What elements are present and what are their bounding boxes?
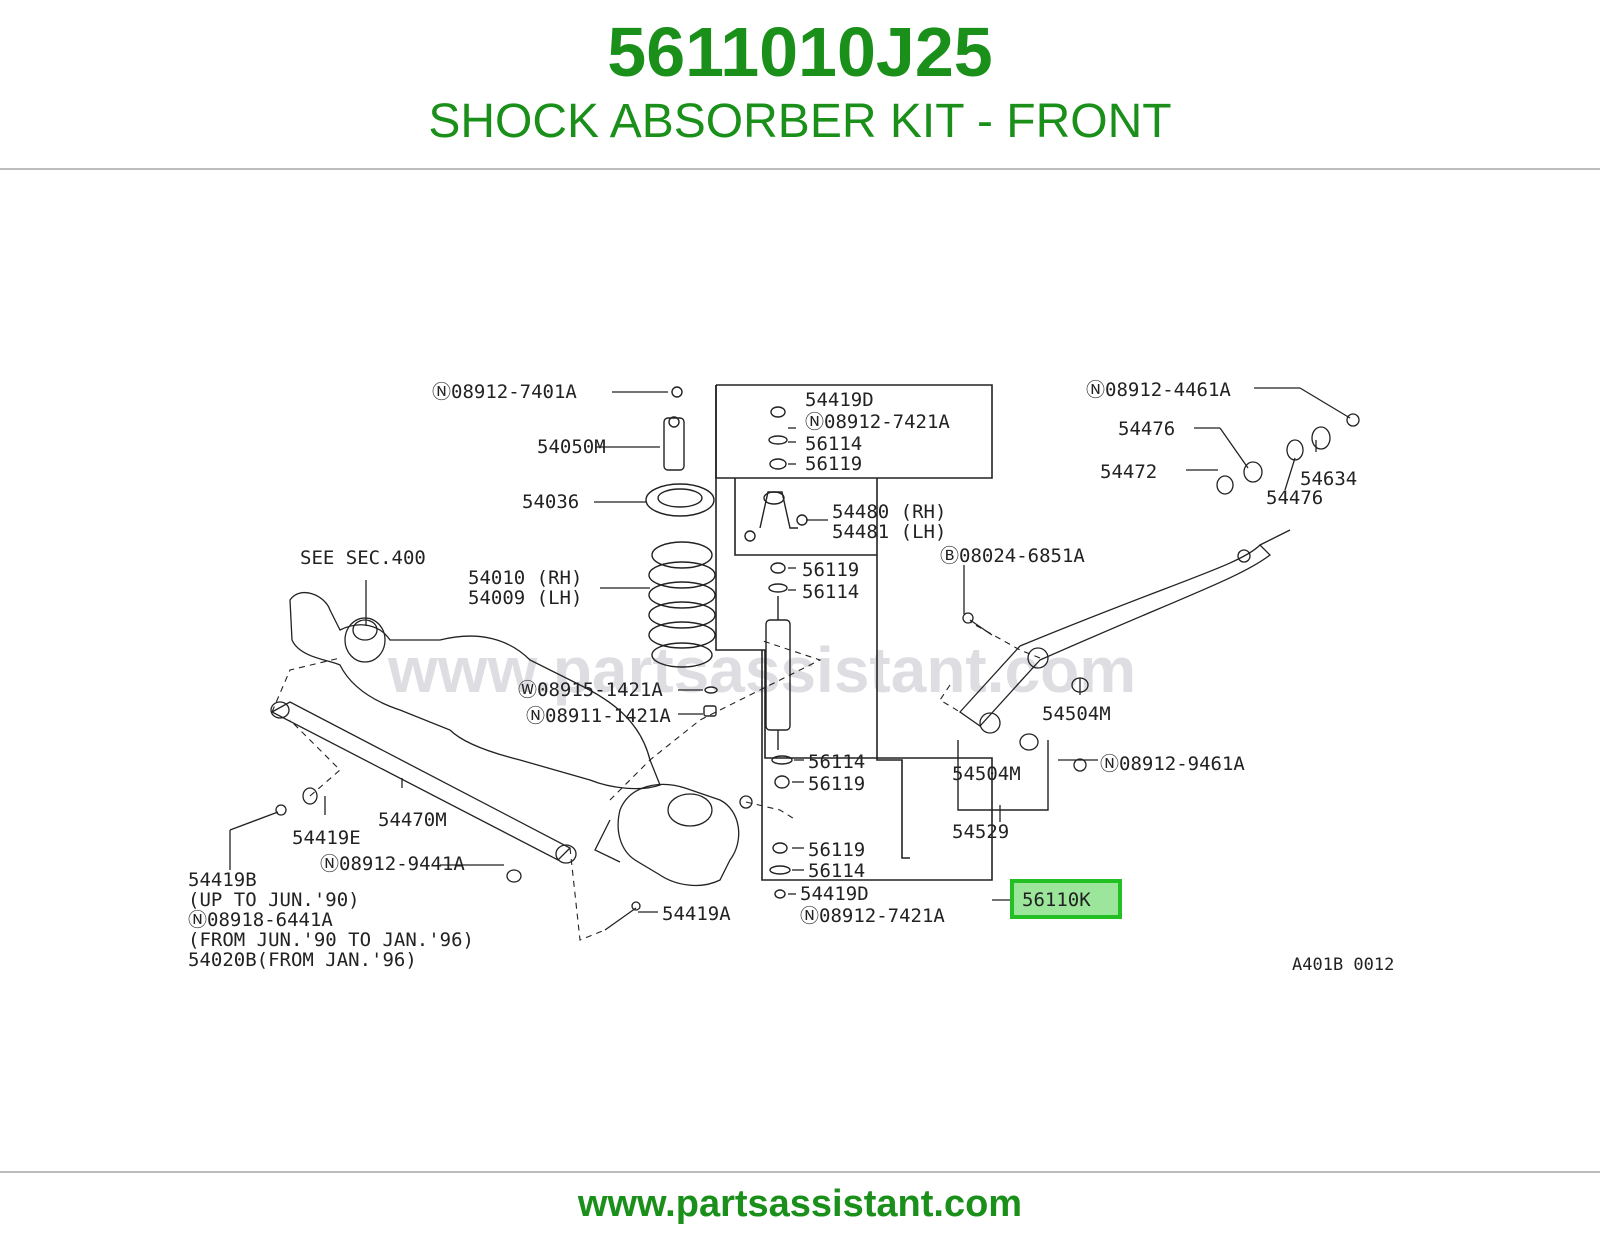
leader-lines: [229, 387, 1351, 913]
assembly-dashed-lines: [271, 621, 1041, 941]
callout-label: (FROM JUN.'90 TO JAN.'96): [188, 929, 474, 951]
callout-label: 54010 (RH): [468, 567, 582, 589]
callout-label: Ⓝ08918-6441A: [188, 909, 333, 931]
shock-absorber-illustration: [765, 406, 793, 899]
shock-mount-bracket-illustration: [744, 491, 808, 542]
callout-label: 54504M: [1042, 703, 1111, 725]
footer-url[interactable]: www.partsassistant.com: [577, 1183, 1023, 1225]
callout-label: Ⓝ08912-7421A: [805, 411, 950, 433]
spring-seat-illustration: [645, 483, 715, 517]
callout-label: Ⓝ08912-7401A: [432, 381, 577, 403]
callout-label: 54009 (LH): [468, 587, 582, 609]
callout-label: Ⓝ08912-9441A: [320, 853, 465, 875]
bump-stopper-illustration: [663, 386, 685, 471]
callout-label: 56114: [805, 433, 862, 455]
parts-diagram-svg: www.partsassistant.com: [188, 379, 1394, 975]
footer-divider: [0, 1171, 1600, 1173]
radius-rod-bracket: [957, 740, 1049, 811]
callout-label: SEE SEC.400: [300, 547, 426, 569]
diagram-code: A401B 0012: [1292, 955, 1394, 975]
washer-nut-illustration: [703, 686, 718, 717]
callout-label: 54481 (LH): [832, 521, 946, 543]
callout-label: 54476: [1118, 418, 1175, 440]
highlighted-part-box[interactable]: [1010, 879, 1122, 919]
callout-label: 54050M: [537, 436, 606, 458]
parts-diagram: www.partsassistant.com: [180, 340, 1420, 1000]
callout-label: 54504M: [952, 763, 1021, 785]
callout-label: Ⓝ08912-4461A: [1086, 379, 1231, 401]
callout-label: 56119: [808, 839, 865, 861]
highlighted-part-label[interactable]: 56110K: [1022, 889, 1091, 911]
coil-spring-illustration: [648, 541, 716, 668]
callout-label: 54419A: [662, 903, 731, 925]
callout-label: 54036: [522, 491, 579, 513]
callout-label: 54480 (RH): [832, 501, 946, 523]
bushing-stack-illustration: [1216, 413, 1360, 495]
kit-inner-outline: [734, 478, 910, 859]
knuckle-illustration: [594, 783, 753, 887]
callout-label: 54419B: [188, 869, 257, 891]
callout-label: 54634: [1300, 468, 1357, 490]
callout-label: 54419D: [805, 389, 874, 411]
callout-label: Ⓝ08911-1421A: [526, 705, 671, 727]
callout-label: 56114: [808, 751, 865, 773]
radius-rod-illustration: [959, 529, 1291, 772]
callout-label: 54472: [1100, 461, 1157, 483]
callout-label: (UP TO JUN.'90): [188, 889, 360, 911]
callout-label: Ⓝ08912-7421A: [800, 905, 945, 927]
part-description-title: SHOCK ABSORBER KIT - FRONT: [428, 95, 1172, 148]
stud-illustration: [604, 901, 641, 931]
callout-label: 54476: [1266, 487, 1323, 509]
callout-label: 56119: [805, 453, 862, 475]
callout-label: 56119: [802, 559, 859, 581]
callout-label: 56119: [808, 773, 865, 795]
callout-label: Ⓝ08912-9461A: [1100, 753, 1245, 775]
part-number-title: 5611010J25: [607, 13, 993, 91]
callout-label: 54020B(FROM JAN.'96): [188, 949, 417, 971]
callout-label: 54470M: [378, 809, 447, 831]
callout-label: Ⓑ08024-6851A: [940, 545, 1085, 567]
callout-label: Ⓦ08915-1421A: [518, 679, 663, 701]
kit-bracket-outline: [715, 385, 993, 881]
page-header: 5611010J25 SHOCK ABSORBER KIT - FRONT: [0, 0, 1600, 170]
callout-label: 54419D: [800, 883, 869, 905]
header-divider: [0, 168, 1600, 170]
callout-label: 54419E: [292, 827, 361, 849]
callout-label: 56114: [808, 860, 865, 882]
callout-label: 54529: [952, 821, 1009, 843]
callout-label: 56114: [802, 581, 859, 603]
